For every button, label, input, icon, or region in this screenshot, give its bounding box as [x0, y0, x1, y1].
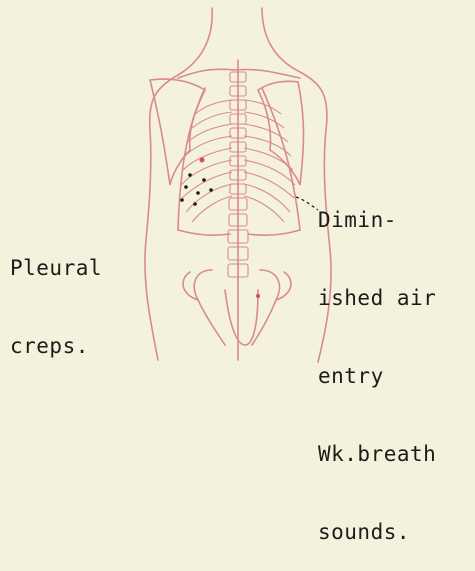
pleural-creps-label: Pleural creps.	[10, 203, 102, 385]
diminished-breath-label: Dimin- ished air entry Wk.breath sounds.	[318, 155, 436, 571]
neck-outline	[178, 69, 300, 78]
sacrum	[225, 290, 258, 345]
pointer-line	[296, 197, 318, 210]
label-line: Dimin-	[318, 207, 436, 233]
pelvis	[194, 270, 279, 345]
label-line: Pleural	[10, 255, 102, 281]
rib-cage-outline-right	[248, 88, 300, 235]
label-line: creps.	[10, 333, 102, 359]
label-line: sounds.	[318, 519, 436, 545]
label-line: entry	[318, 363, 436, 389]
label-line: ished air	[318, 285, 436, 311]
right-scapula	[258, 81, 304, 185]
red-marker-dot	[200, 158, 205, 163]
red-marker-dot-pelvis	[256, 294, 260, 298]
left-scapula	[150, 79, 205, 185]
label-line: Wk.breath	[318, 441, 436, 467]
